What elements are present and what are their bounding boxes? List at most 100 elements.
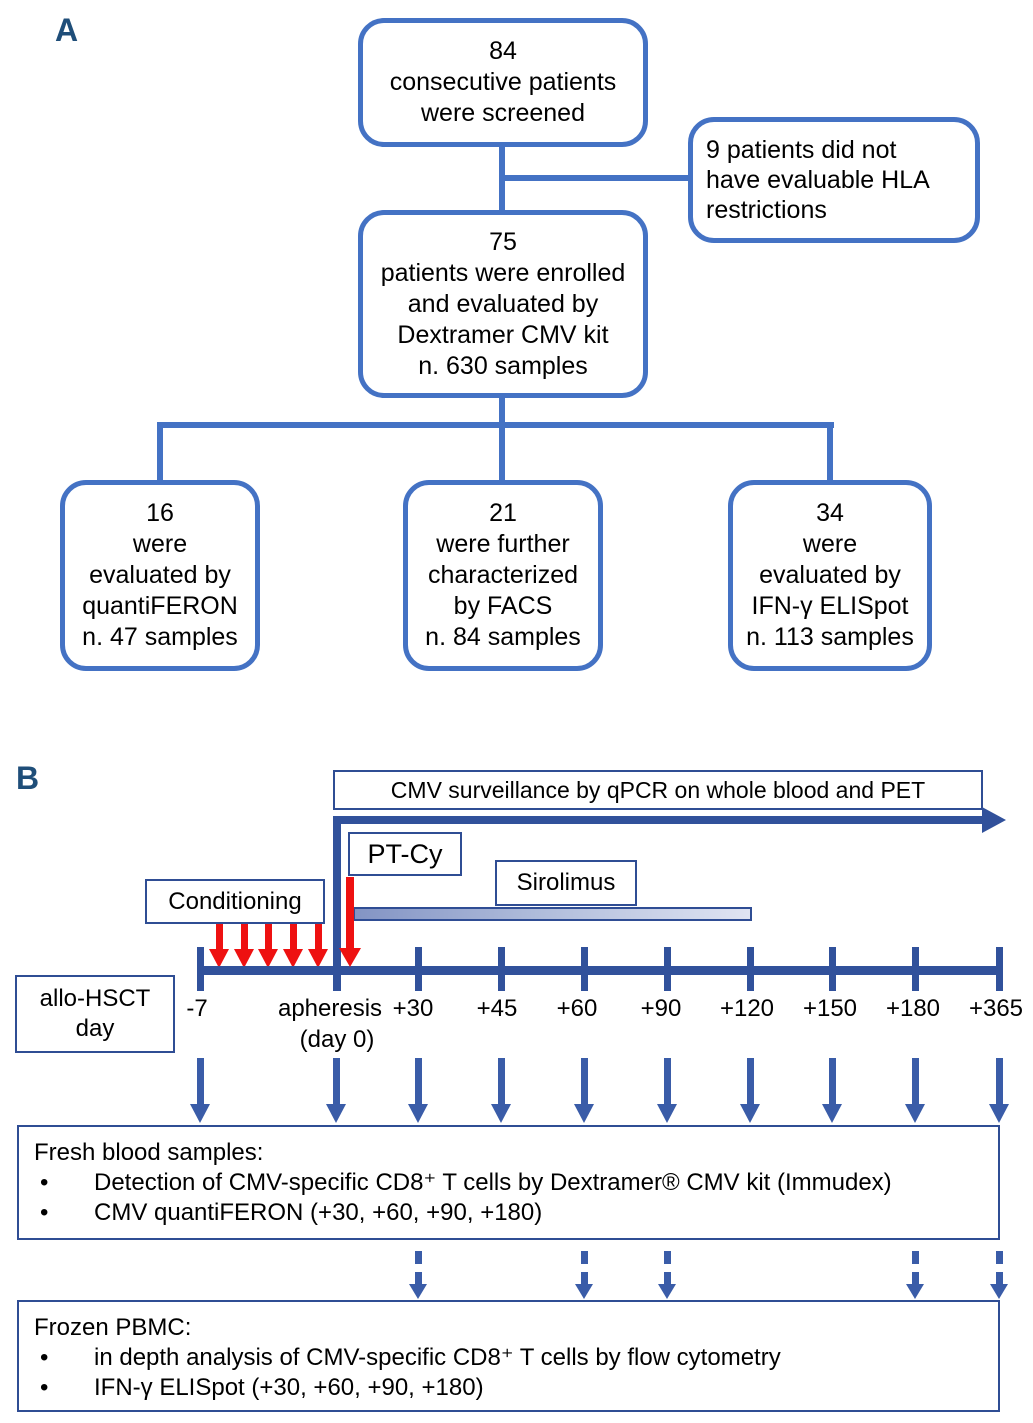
tick-label-apheresis: apheresis xyxy=(277,995,383,1022)
box-elispot-line: evaluated by xyxy=(759,561,901,589)
frozen-bullet-text: in depth analysis of CMV-specific CD8⁺ T… xyxy=(94,1344,781,1371)
connector-to-excluded xyxy=(502,175,688,181)
sampling-arrowhead-icon xyxy=(574,1104,594,1123)
frozen-pbmc-title: Frozen PBMC: xyxy=(34,1314,192,1341)
sampling-arrow-stem xyxy=(581,1058,588,1104)
sampling-arrow-stem xyxy=(664,1058,671,1104)
frozen-bullet-row: • IFN-γ ELISpot (+30, +60, +90, +180) xyxy=(34,1373,984,1403)
sampling-arrow-stem xyxy=(333,1058,340,1104)
tick-label-plus120: +120 xyxy=(719,995,775,1022)
ptcy-red-arrow-stem xyxy=(346,877,354,948)
timeline-tick-minus7 xyxy=(197,947,204,991)
sampling-arrowhead-icon xyxy=(491,1104,511,1123)
tick-label-plus60: +60 xyxy=(556,995,598,1022)
box-elispot-line: n. 113 samples xyxy=(746,623,914,651)
box-quantiferon-line: n. 47 samples xyxy=(82,623,238,651)
timeline-tick-plus45 xyxy=(498,947,505,991)
conditioning-label: Conditioning xyxy=(168,887,302,915)
tick-label-plus45: +45 xyxy=(476,995,518,1022)
connector-drop-facs xyxy=(499,422,505,480)
tick-label-plus30: +30 xyxy=(392,995,434,1022)
fresh-bullet-text: Detection of CMV-specific CD8⁺ T cells b… xyxy=(94,1169,892,1196)
box-facs-line: n. 84 samples xyxy=(425,623,581,651)
dashed-arrow-stem xyxy=(664,1272,671,1284)
dashed-arrow-dash xyxy=(912,1251,919,1264)
box-quantiferon: 16 were evaluated by quantiFERON n. 47 s… xyxy=(60,480,260,671)
dashed-arrowhead-icon xyxy=(658,1284,676,1299)
box-facs-line: were further xyxy=(436,530,570,558)
tick-label-plus180: +180 xyxy=(885,995,941,1022)
box-quantiferon-line: quantiFERON xyxy=(82,592,238,620)
timeline-tick-plus180 xyxy=(912,947,919,991)
dashed-arrow-stem xyxy=(996,1272,1003,1284)
box-enrolled-line: and evaluated by xyxy=(407,289,599,318)
timeline-tick-plus90 xyxy=(664,947,671,991)
bullet-icon: • xyxy=(40,1344,49,1371)
day0-vertical-line xyxy=(333,816,341,991)
dashed-arrowhead-icon xyxy=(906,1284,924,1299)
ptcy-red-arrowhead-icon xyxy=(339,948,361,967)
sirolimus-box: Sirolimus xyxy=(495,860,637,906)
conditioning-arrow-stem xyxy=(315,924,322,949)
box-excluded-line: have evaluable HLA xyxy=(706,166,930,194)
box-facs-line: characterized xyxy=(427,561,579,589)
conditioning-arrowhead-icon xyxy=(308,949,328,968)
box-enrolled: 75 patients were enrolled and evaluated … xyxy=(358,210,648,398)
fresh-bullet-row: • CMV quantiFERON (+30, +60, +90, +180) xyxy=(34,1198,984,1228)
sirolimus-duration-bar xyxy=(353,907,752,921)
fresh-bullet-row: • Detection of CMV-specific CD8⁺ T cells… xyxy=(34,1168,984,1198)
sampling-arrowhead-icon xyxy=(408,1104,428,1123)
conditioning-arrow-stem xyxy=(265,924,272,949)
timeline-tick-plus60 xyxy=(581,947,588,991)
sampling-arrow-stem xyxy=(829,1058,836,1104)
bullet-icon: • xyxy=(40,1169,49,1196)
box-enrolled-line: n. 630 samples xyxy=(418,351,588,380)
fresh-bullet-text: CMV quantiFERON (+30, +60, +90, +180) xyxy=(94,1199,543,1226)
dashed-arrow-stem xyxy=(415,1272,422,1284)
conditioning-arrowhead-icon xyxy=(209,949,229,968)
sampling-arrowhead-icon xyxy=(740,1104,760,1123)
box-enrolled-line: patients were enrolled xyxy=(380,258,626,287)
surveillance-label: CMV surveillance by qPCR on whole blood … xyxy=(390,777,926,803)
sampling-arrowhead-icon xyxy=(989,1104,1009,1123)
sampling-arrowhead-icon xyxy=(822,1104,842,1123)
box-elispot: 34 were evaluated by IFN-γ ELISpot n. 11… xyxy=(728,480,932,671)
box-excluded-line: restrictions xyxy=(706,196,827,224)
frozen-pbmc-box: Frozen PBMC: • in depth analysis of CMV-… xyxy=(17,1300,1000,1412)
dashed-arrow-dash xyxy=(996,1251,1003,1264)
box-excluded-line: 9 patients did not xyxy=(706,136,897,164)
box-facs-line: by FACS xyxy=(453,592,553,620)
dashed-arrow-dash xyxy=(581,1251,588,1264)
dashed-arrowhead-icon xyxy=(990,1284,1008,1299)
conditioning-arrowhead-icon xyxy=(234,949,254,968)
ptcy-box: PT-Cy xyxy=(348,832,462,876)
timeline-tick-plus120 xyxy=(747,947,754,991)
sampling-arrow-stem xyxy=(912,1058,919,1104)
dashed-arrow-stem xyxy=(912,1272,919,1284)
conditioning-box: Conditioning xyxy=(145,879,325,924)
box-screened-line: were screened xyxy=(421,99,585,127)
sirolimus-label: Sirolimus xyxy=(516,869,616,896)
sampling-arrowhead-icon xyxy=(190,1104,210,1123)
connector-drop-elispot xyxy=(827,422,833,480)
sampling-arrow-stem xyxy=(747,1058,754,1104)
tick-label-minus7: -7 xyxy=(186,995,208,1022)
box-enrolled-line: Dextramer CMV kit xyxy=(397,320,609,349)
conditioning-arrow-stem xyxy=(241,924,248,949)
tick-label-plus150: +150 xyxy=(802,995,858,1022)
box-elispot-line: 34 xyxy=(816,499,844,527)
axis-label-box: allo-HSCT day xyxy=(15,975,175,1053)
timeline-tick-plus365 xyxy=(996,947,1003,991)
surveillance-box: CMV surveillance by qPCR on whole blood … xyxy=(333,770,983,810)
sampling-arrowhead-icon xyxy=(657,1104,677,1123)
timeline-tick-plus150 xyxy=(829,947,836,991)
axis-label-line: day xyxy=(75,1015,115,1042)
sampling-arrowhead-icon xyxy=(905,1104,925,1123)
connector-drop-quantiferon xyxy=(157,422,163,480)
box-screened: 84 consecutive patients were screened xyxy=(358,18,648,147)
dashed-arrow-dash xyxy=(415,1251,422,1264)
tick-label-plus365: +365 xyxy=(968,995,1024,1022)
box-facs: 21 were further characterized by FACS n.… xyxy=(403,480,603,671)
timeline-tick-plus30 xyxy=(415,947,422,991)
dashed-arrow-stem xyxy=(581,1272,588,1284)
